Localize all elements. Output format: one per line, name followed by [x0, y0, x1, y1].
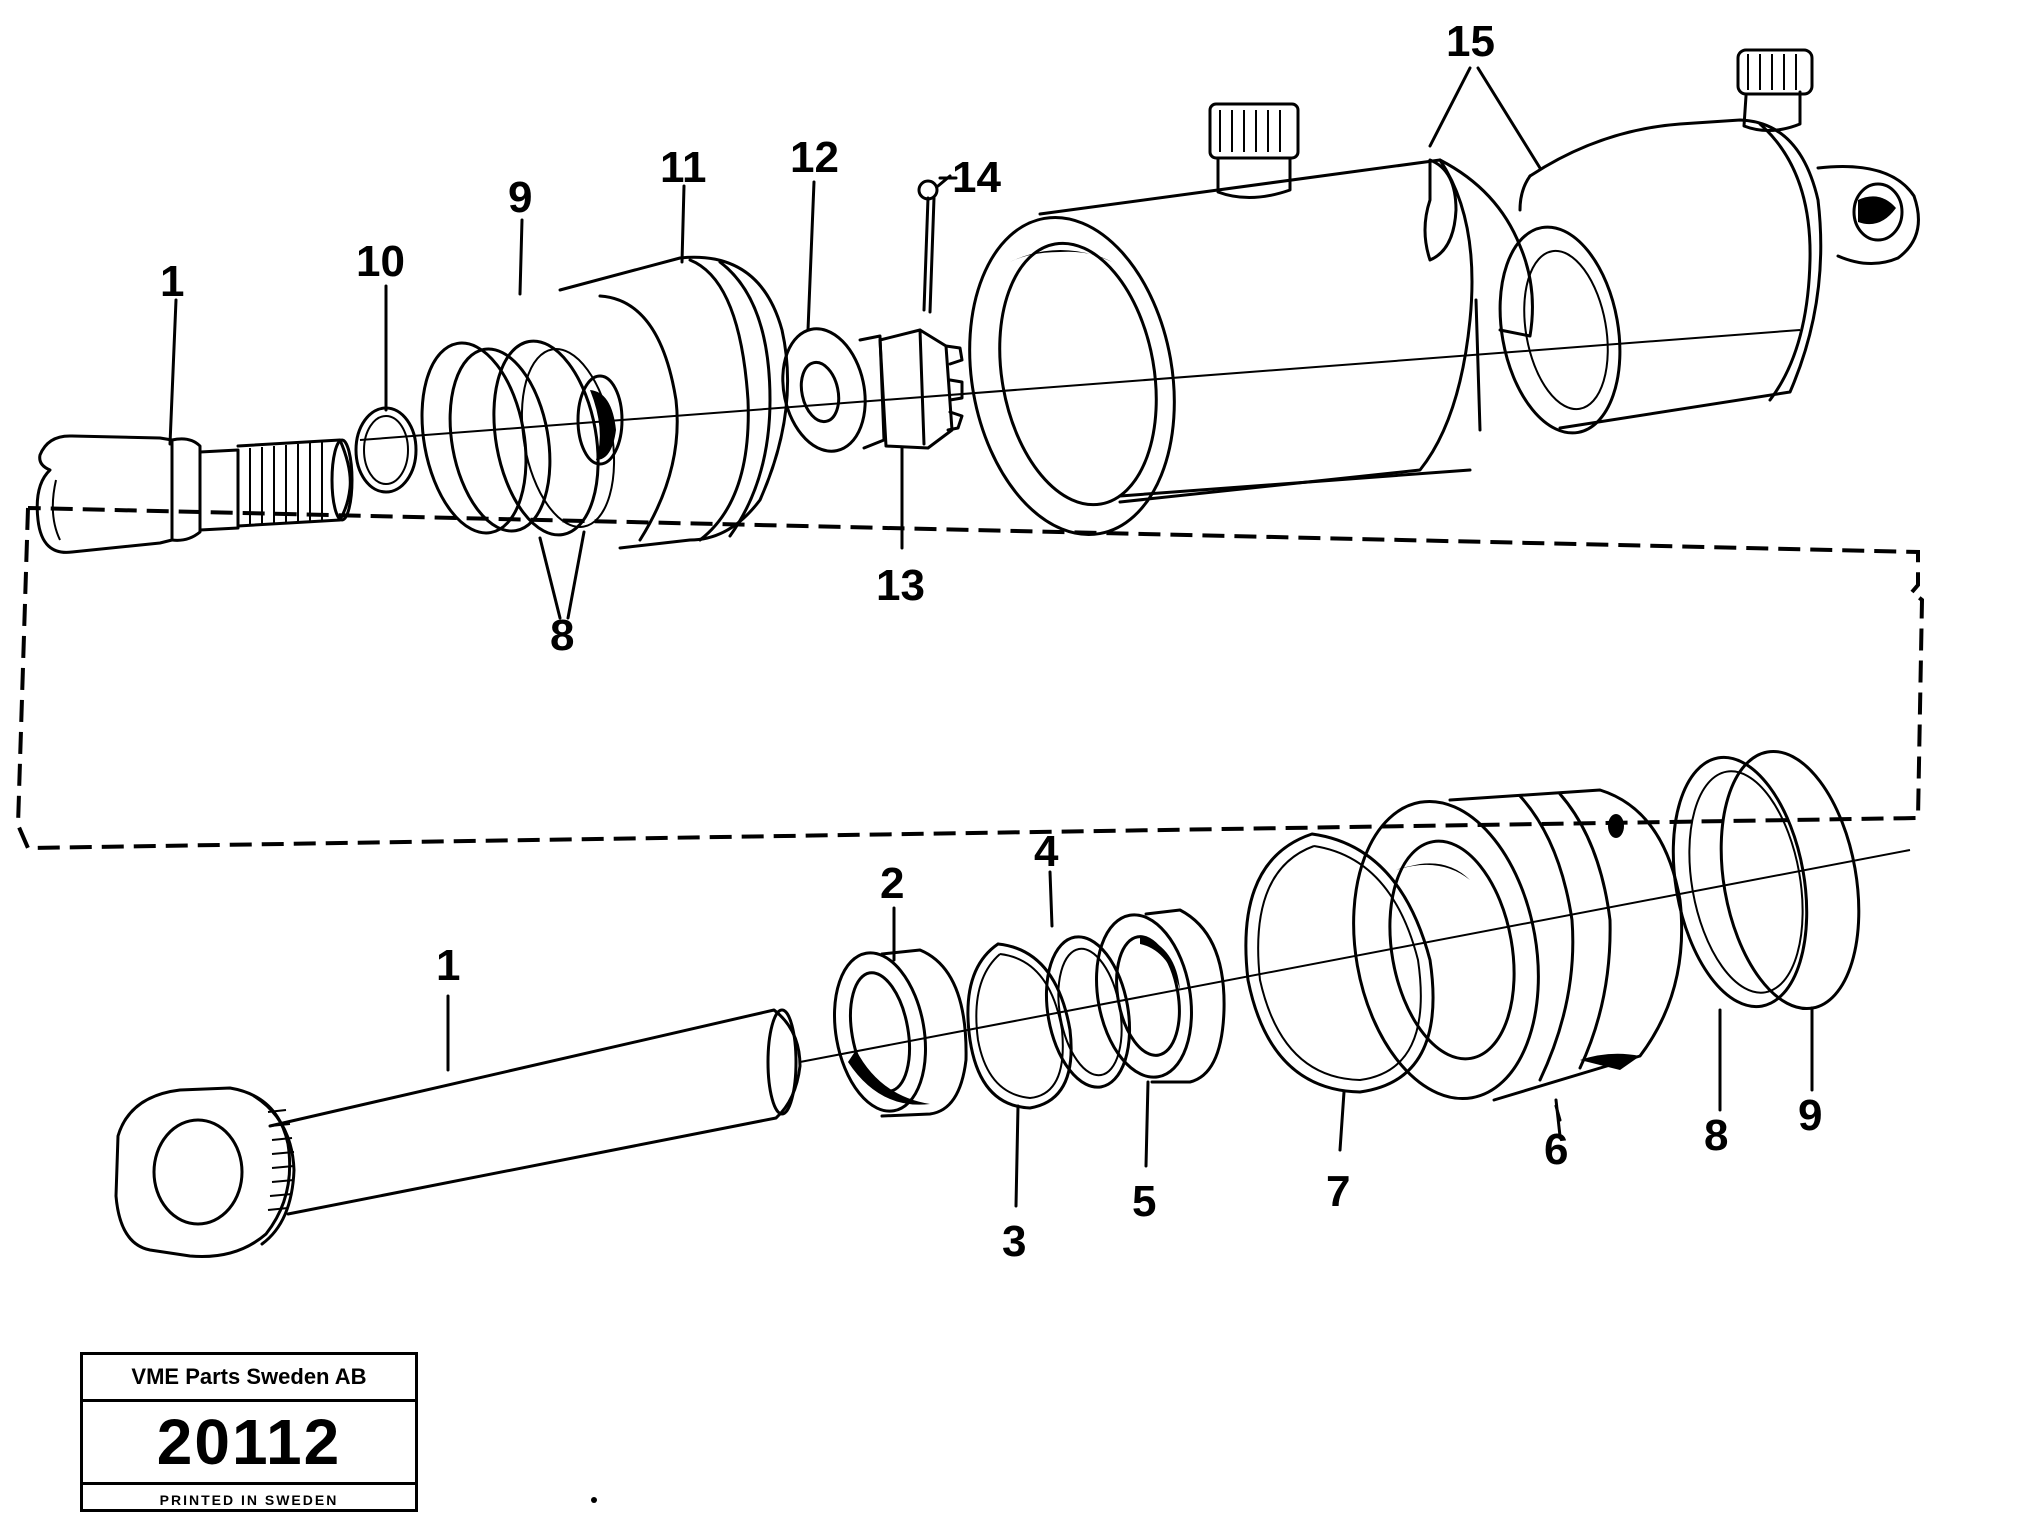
- cotter-pin: [917, 179, 939, 314]
- callout-seal-ring-bottom: 9: [1798, 1091, 1822, 1140]
- callout-cylinder-tube: 15: [1446, 17, 1495, 66]
- stray-dot: [591, 1497, 597, 1503]
- parts-stamp: VME Parts Sweden AB 20112 PRINTED IN SWE…: [80, 1352, 418, 1512]
- lock-ring-large: [1244, 832, 1435, 1094]
- piston: [558, 255, 790, 550]
- stamp-printed: PRINTED IN SWEDEN: [83, 1482, 415, 1515]
- callout-piston: 11: [660, 143, 707, 192]
- snap-ring-small: [966, 942, 1073, 1110]
- dashed-assembly-connector: [15, 506, 1925, 851]
- stamp-company: VME Parts Sweden AB: [83, 1355, 415, 1402]
- callout-guide: 6: [1544, 1125, 1568, 1174]
- callout-o-ring-bottom: 8: [1704, 1111, 1728, 1160]
- callout-labels: 1 10 9 11 12 14 13 8 15 1 2 4 3 5 7 6 8 …: [160, 17, 1822, 1266]
- callout-cotter-pin: 14: [952, 153, 1001, 202]
- callout-o-ring-pair-top: 8: [550, 611, 574, 660]
- callout-gland: 2: [880, 859, 904, 908]
- piston-rod-bottom: [114, 1008, 802, 1258]
- callout-wiper-seal: 5: [1132, 1177, 1156, 1226]
- callout-snap-ring-small: 3: [1002, 1217, 1026, 1266]
- leader-lines: [168, 66, 1814, 1208]
- callout-seal-ring-top: 9: [508, 173, 532, 222]
- callout-backup-ring: 4: [1034, 827, 1059, 876]
- wiper-seal: [1095, 908, 1226, 1084]
- guide: [1352, 788, 1684, 1102]
- gland: [832, 948, 968, 1118]
- castle-nut: [878, 328, 964, 450]
- callout-bottom-rod: 1: [436, 941, 460, 990]
- stamp-number: 20112: [156, 1406, 342, 1478]
- callout-washer: 12: [790, 133, 839, 182]
- backup-ring: [1044, 935, 1132, 1089]
- cylinder-tube: [968, 48, 1920, 537]
- seal-rings-top: [420, 339, 616, 537]
- callout-o-ring-small: 10: [356, 237, 405, 286]
- callout-lock-ring-large: 7: [1326, 1167, 1350, 1216]
- seal-rings-bottom: [1671, 749, 1861, 1011]
- callout-castle-nut: 13: [876, 561, 925, 610]
- callout-top-rod: 1: [160, 257, 184, 306]
- piston-rod-top: [35, 434, 354, 554]
- axis-line-top: [359, 329, 1801, 441]
- axis-line-bottom: [799, 849, 1911, 1063]
- o-ring-small: [354, 406, 418, 494]
